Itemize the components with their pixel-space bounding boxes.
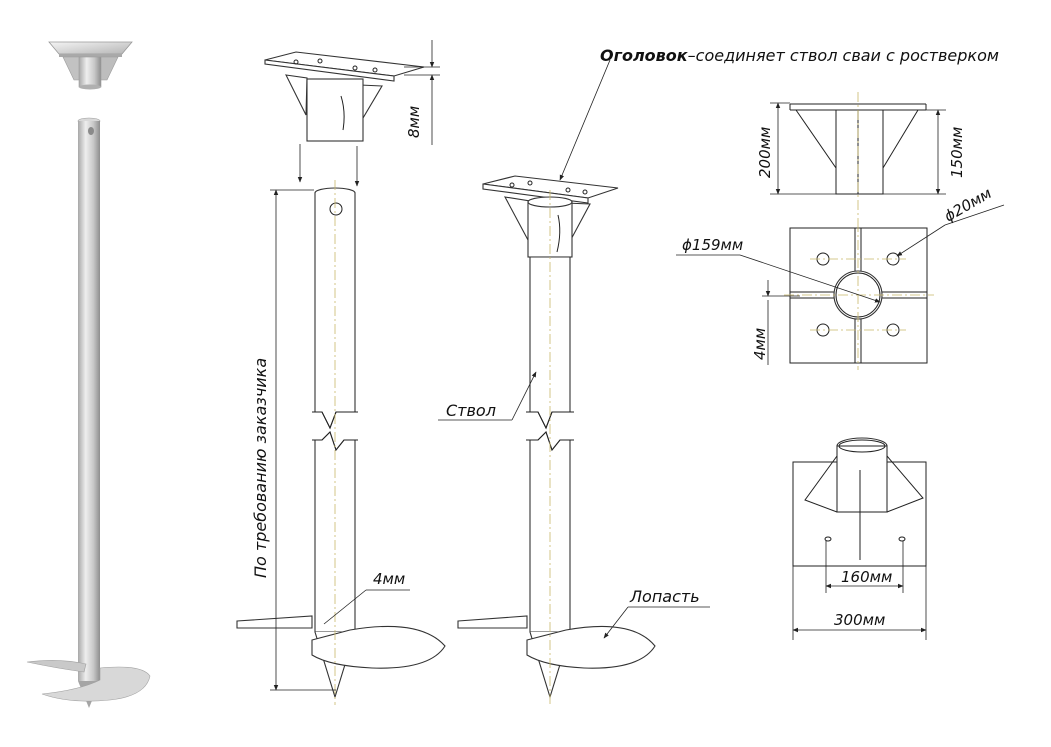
cap-front-view	[770, 92, 946, 222]
cap-title: Оголовок–соединяет ствол сваи с ростверк…	[600, 46, 999, 65]
dim-d159-label: ϕ159мм	[682, 236, 743, 254]
rendered-cap	[48, 41, 133, 90]
plate-thickness-label: 8мм	[405, 106, 423, 138]
rendered-shaft	[77, 117, 101, 708]
length-note-label: По требованию заказчика	[251, 358, 270, 578]
assembled-shaft	[457, 190, 656, 705]
rendered-pile	[26, 41, 151, 708]
dim-200-label: 200мм	[756, 127, 774, 178]
blade-thickness-label: 4мм	[373, 570, 405, 588]
dim-300-label: 300мм	[834, 611, 885, 629]
dim-150-label: 150мм	[948, 127, 966, 178]
cap-title-rest: –соединяет ствол сваи с ростверком	[688, 46, 999, 65]
cap-iso-view	[792, 437, 927, 640]
assembled-cap	[482, 175, 619, 258]
rendered-blade	[26, 660, 151, 702]
exploded-shaft	[236, 180, 446, 705]
shaft-label: Ствол	[446, 401, 496, 420]
cap-top-view	[676, 204, 1005, 370]
dim-160-label: 160мм	[841, 568, 892, 586]
dim-4-label: 4мм	[751, 328, 769, 360]
cap-title-bold: Оголовок	[600, 46, 689, 65]
assembled-view	[438, 59, 710, 705]
blade-label: Лопасть	[629, 587, 700, 606]
exploded-cap	[264, 51, 425, 142]
dim-d20-label: ϕ20мм	[941, 184, 995, 225]
exploded-view	[236, 40, 446, 705]
